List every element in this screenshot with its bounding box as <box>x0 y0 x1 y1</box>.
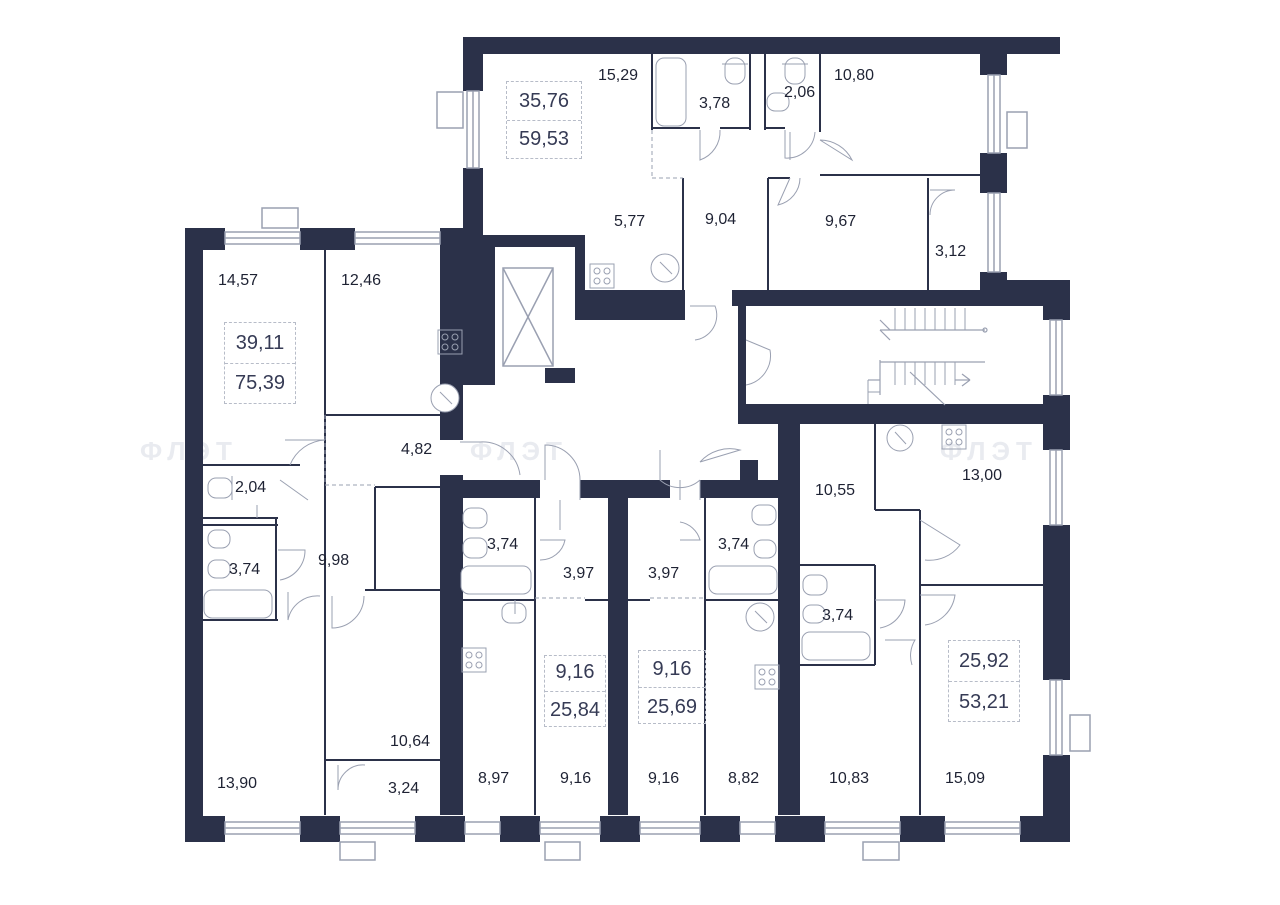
sink-icon <box>430 253 914 632</box>
room-area: 15,29 <box>598 67 639 84</box>
room-area: 3,97 <box>648 565 680 582</box>
apartment-summary: 35,76 59,53 <box>506 81 582 159</box>
watermark: ФЛЭТ <box>940 436 1038 466</box>
room-area: 3,74 <box>229 561 261 578</box>
elevator-icon <box>502 267 554 367</box>
room-area: 2,06 <box>784 84 816 101</box>
living-area: 35,76 <box>518 90 570 112</box>
room-area: 10,83 <box>829 770 870 787</box>
living-area: 9,16 <box>652 658 692 680</box>
room-area: 9,67 <box>825 213 857 230</box>
room-area: 10,64 <box>390 733 431 750</box>
toilet-icon <box>207 57 828 624</box>
total-area: 53,21 <box>958 691 1010 713</box>
stove-icon <box>437 263 967 690</box>
window-icon <box>224 74 1091 861</box>
total-area: 59,53 <box>518 128 570 150</box>
stairs-icon <box>867 308 988 406</box>
apartment-summary: 25,92 53,21 <box>948 640 1020 722</box>
apartment-summary: 9,16 25,69 <box>638 650 706 724</box>
room-area: 13,90 <box>217 775 258 792</box>
room-area: 3,74 <box>822 607 854 624</box>
apartment-summary: 9,16 25,84 <box>544 655 606 727</box>
door-swing-icon <box>278 129 961 791</box>
room-area: 3,97 <box>563 565 595 582</box>
room-area: 13,00 <box>962 467 1003 484</box>
room-area: 3,78 <box>699 95 731 112</box>
partitions <box>203 54 1043 815</box>
room-area: 9,04 <box>705 211 737 228</box>
room-area: 5,77 <box>614 213 646 230</box>
total-area: 25,69 <box>646 696 698 718</box>
room-area: 8,97 <box>478 770 510 787</box>
room-area: 2,04 <box>235 479 267 496</box>
total-area: 75,39 <box>234 372 286 394</box>
room-area: 15,09 <box>945 770 986 787</box>
total-area: 25,84 <box>549 699 601 721</box>
room-area: 3,74 <box>718 536 750 553</box>
room-area: 3,74 <box>487 536 519 553</box>
room-area: 10,80 <box>834 67 875 84</box>
room-area: 14,57 <box>218 272 259 289</box>
room-area: 3,12 <box>935 243 967 260</box>
room-area: 12,46 <box>341 272 382 289</box>
living-area: 9,16 <box>555 661 595 683</box>
room-area: 4,82 <box>401 441 433 458</box>
room-area: 9,16 <box>560 770 592 787</box>
bathtub-icon <box>203 57 871 661</box>
room-area: 8,82 <box>728 770 760 787</box>
apartment-summary: 39,11 75,39 <box>224 322 296 404</box>
hall-dashed-lines <box>324 130 705 599</box>
room-area: 9,16 <box>648 770 680 787</box>
room-area: 10,55 <box>815 482 856 499</box>
room-area: 9,98 <box>318 552 350 569</box>
interior-walls <box>440 235 1052 815</box>
room-area: 3,24 <box>388 780 420 797</box>
living-area: 39,11 <box>235 332 285 354</box>
living-area: 25,92 <box>958 650 1010 672</box>
